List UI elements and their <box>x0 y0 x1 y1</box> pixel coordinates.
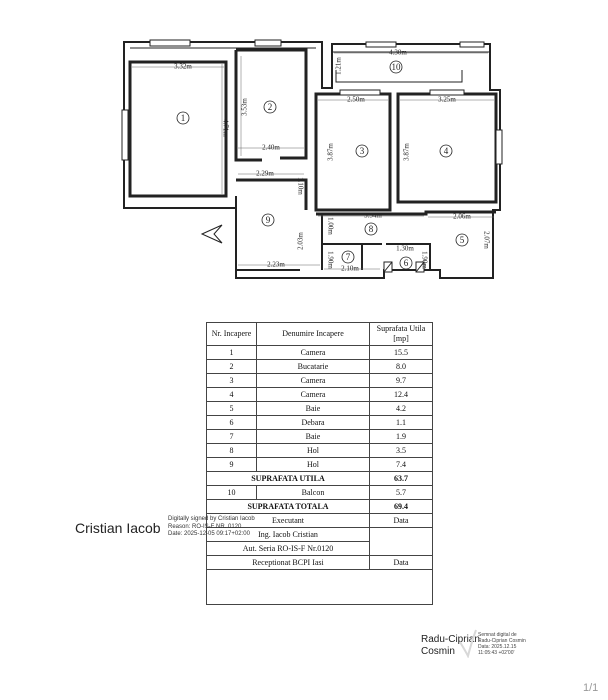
receptionat-date: Data <box>369 555 433 570</box>
dimension-label: 3.87m <box>403 143 411 161</box>
dimension-label: 3.53m <box>241 98 249 116</box>
dimension-label: 1.90m <box>420 251 428 269</box>
executant-row: Executant Data <box>206 513 433 528</box>
executant-date: Data <box>369 513 433 528</box>
dimension-label: 2.10m <box>341 265 359 273</box>
dimension-label: 4.71m <box>221 119 229 137</box>
header-suprafata: Suprafata Utila [mp] <box>369 322 433 346</box>
signature2-name: Radu-Ciprian Cosmin <box>421 634 480 657</box>
dimension-label: 1.00m <box>326 217 334 235</box>
total-util-value: 63.7 <box>369 471 433 486</box>
receptionat-label: Receptionat BCPI Iasi <box>206 555 370 570</box>
total-util-row: SUPRAFATA UTILA 63.7 <box>206 471 433 486</box>
dimension-label: 3.32m <box>174 63 192 71</box>
dimension-label: 1.21m <box>335 57 343 75</box>
room-marker <box>439 144 453 158</box>
engineer-row: Ing. Iacob Cristian <box>206 527 433 556</box>
dimension-label: 3.25m <box>438 96 456 104</box>
room-number: 4 <box>444 146 449 156</box>
room-number: 2 <box>268 102 273 112</box>
room-marker <box>355 144 369 158</box>
header-denumire: Denumire Incapere <box>256 322 370 346</box>
authorization: Aut. Seria RO-IS-F Nr.0120 <box>206 541 370 556</box>
header-nr: Nr. Incapere <box>206 322 257 346</box>
total-row: SUPRAFATA TOTALA 69.4 <box>206 499 433 514</box>
dimension-label: 1.30m <box>396 245 414 253</box>
total-label: SUPRAFATA TOTALA <box>206 499 370 514</box>
page-number: 1/1 <box>583 682 599 694</box>
signature-checkmark-icon <box>459 629 477 658</box>
dimension-label: 1.90m <box>326 251 334 269</box>
room-number: 9 <box>266 215 271 225</box>
dimension-label: 2.06m <box>453 213 471 221</box>
entrance-arrow-icon <box>200 224 223 244</box>
room-number: 1 <box>181 113 186 123</box>
room-marker <box>341 250 355 264</box>
room-number: 5 <box>460 235 465 245</box>
dimension-label: 3.87m <box>327 143 335 161</box>
dimension-label: 4.30m <box>389 49 407 57</box>
room-marker <box>389 60 403 74</box>
room-marker <box>364 222 378 236</box>
room-marker <box>176 111 190 125</box>
blank-row <box>206 569 433 605</box>
dimension-label: 2.03m <box>297 232 305 250</box>
room-number: 10 <box>392 62 402 72</box>
room-number: 7 <box>346 252 351 262</box>
room-marker <box>263 100 277 114</box>
room-marker <box>455 233 469 247</box>
room-number: 6 <box>404 258 409 268</box>
table-header-row: Nr. Incapere Denumire Incapere Suprafata… <box>206 322 433 346</box>
signature-name: Cristian Iacob <box>75 520 161 536</box>
dimension-label: 2.40m <box>262 144 280 152</box>
digital-signature2-info: Semnat digital de Radu-Ciprian Cosmin Da… <box>478 632 526 656</box>
dimension-label: 2.07m <box>482 231 490 249</box>
dimension-label: 2.29m <box>256 170 274 178</box>
area-table: Nr. Incapere Denumire Incapere Suprafata… <box>206 322 433 605</box>
total-value: 69.4 <box>369 499 433 514</box>
total-util-label: SUPRAFATA UTILA <box>206 471 370 486</box>
room-number: 3 <box>360 146 365 156</box>
dimension-label: 2.50m <box>347 96 365 104</box>
dimension-label: 3.54m <box>364 212 382 220</box>
dimension-label: 1.10m <box>296 177 304 195</box>
room-number: 8 <box>369 224 374 234</box>
dimension-label: 2.23m <box>267 261 285 269</box>
receptionat-row: Receptionat BCPI Iasi Data <box>206 555 433 570</box>
room-marker <box>261 213 275 227</box>
room-marker <box>399 256 413 270</box>
digital-signature-info: Digitally signed by Cristian Iacob Reaso… <box>168 516 255 537</box>
floor-plan: 1 2 3 4 5 6 7 8 9 10 3.32m 4.71m 3.53m 2.40m 2.29m 1.1… <box>121 39 503 279</box>
